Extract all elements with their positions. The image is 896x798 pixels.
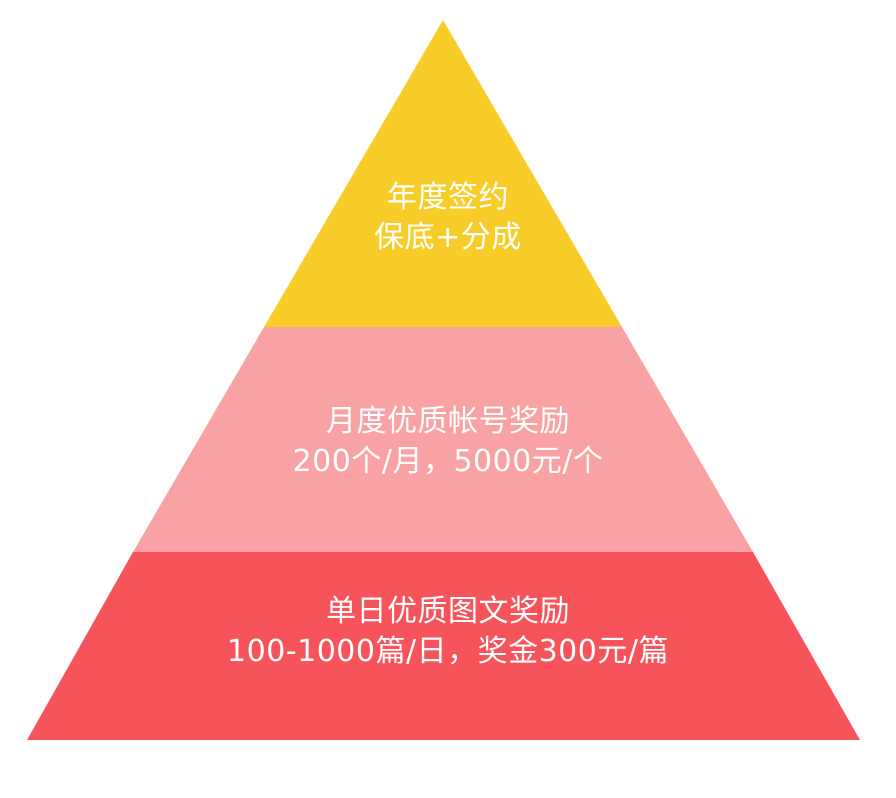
pyramid-tier-bottom: [27, 552, 860, 740]
pyramid-tier-middle: [133, 327, 753, 552]
pyramid-tier-top: [264, 20, 622, 327]
tier-top-detail: 保底+分成: [374, 220, 522, 255]
tier-middle-detail: 200个/月，5000元/个: [292, 444, 604, 479]
tier-bottom-title: 单日优质图文奖励: [326, 594, 570, 629]
tier-top-title: 年度签约: [387, 180, 509, 215]
tier-bottom-detail: 100-1000篇/日，奖金300元/篇: [227, 634, 669, 669]
tier-middle-label: 月度优质帐号奖励 200个/月，5000元/个: [0, 402, 896, 482]
tier-bottom-label: 单日优质图文奖励 100-1000篇/日，奖金300元/篇: [0, 592, 896, 672]
tier-top-label: 年度签约 保底+分成: [0, 178, 896, 258]
tier-middle-title: 月度优质帐号奖励: [326, 404, 570, 439]
